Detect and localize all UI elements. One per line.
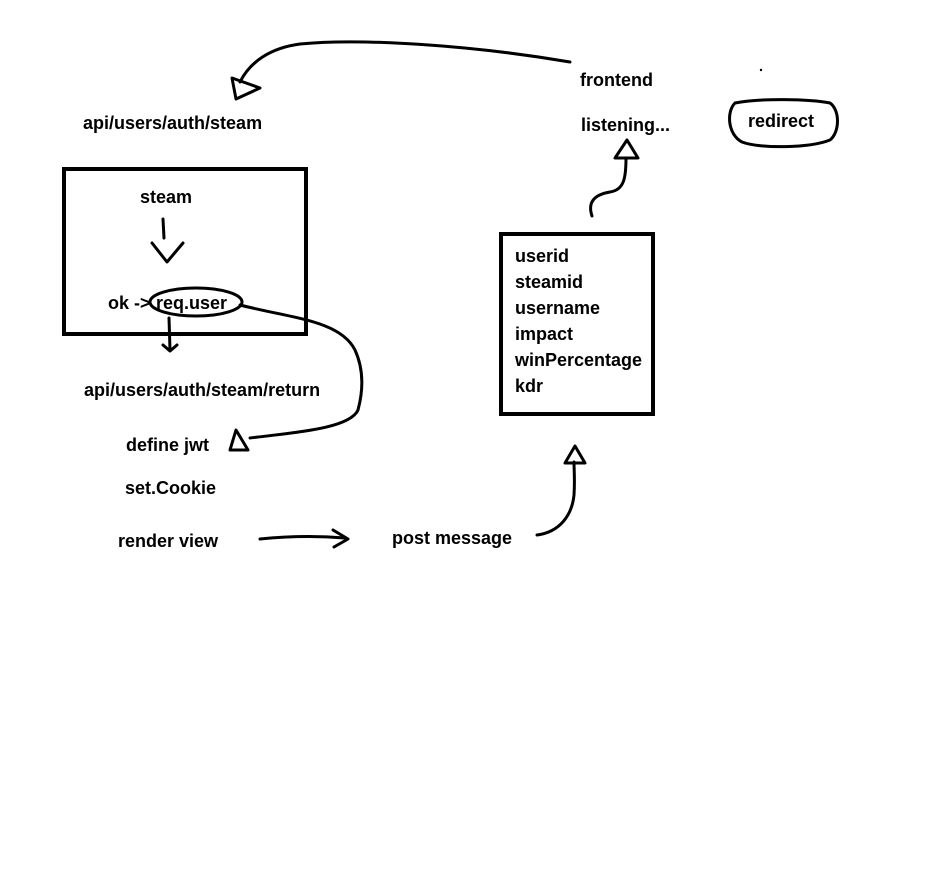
- field-impact: impact: [515, 324, 574, 344]
- field-userid: userid: [515, 246, 570, 266]
- redirect-outline: [728, 98, 839, 149]
- box-to-listening-arrowhead: [613, 138, 640, 160]
- frontend-to-auth-arrow: [238, 40, 572, 84]
- field-username: username: [515, 298, 601, 318]
- user-field-list: userid steamid username impact winPercen…: [515, 243, 642, 399]
- box-to-listening-arrow: [589, 156, 628, 218]
- field-winpercentage: winPercentage: [515, 350, 643, 370]
- set-cookie-label: set.Cookie: [125, 478, 217, 498]
- post-message-label: post message: [392, 528, 513, 548]
- req-user-label: req.user: [156, 293, 228, 313]
- req-user-to-jwt-arrow: [238, 303, 364, 440]
- frontend-label: frontend: [580, 70, 653, 90]
- render-view-label: render view: [118, 531, 219, 551]
- auth-route-label: api/users/auth/steam: [83, 113, 263, 133]
- frontend-to-auth-arrowhead: [230, 76, 262, 101]
- ok-label: ok ->: [108, 293, 151, 313]
- return-route-label: api/users/auth/steam/return: [84, 380, 321, 400]
- listening-label: listening...: [581, 115, 671, 135]
- steam-down-stem: [161, 217, 166, 240]
- req-user-to-jwt-arrowhead: [228, 428, 250, 452]
- field-kdr: kdr: [515, 376, 544, 396]
- post-to-box-arrowhead: [563, 444, 587, 465]
- render-to-post-arrowhead: [331, 528, 350, 549]
- field-steamid: steamid: [515, 272, 584, 292]
- define-jwt-label: define jwt: [126, 435, 210, 455]
- steam-down-head: [150, 241, 185, 264]
- redirect-label: redirect: [748, 111, 815, 131]
- req-user-circle: [148, 286, 244, 318]
- stray-dot: [759, 68, 763, 72]
- steam-auth-box: [62, 167, 308, 336]
- render-to-post-arrow: [258, 535, 347, 541]
- post-to-box-arrow: [535, 460, 576, 537]
- user-data-box: [499, 232, 655, 416]
- steam-label: steam: [140, 187, 193, 207]
- req-user-down-head: [161, 343, 179, 353]
